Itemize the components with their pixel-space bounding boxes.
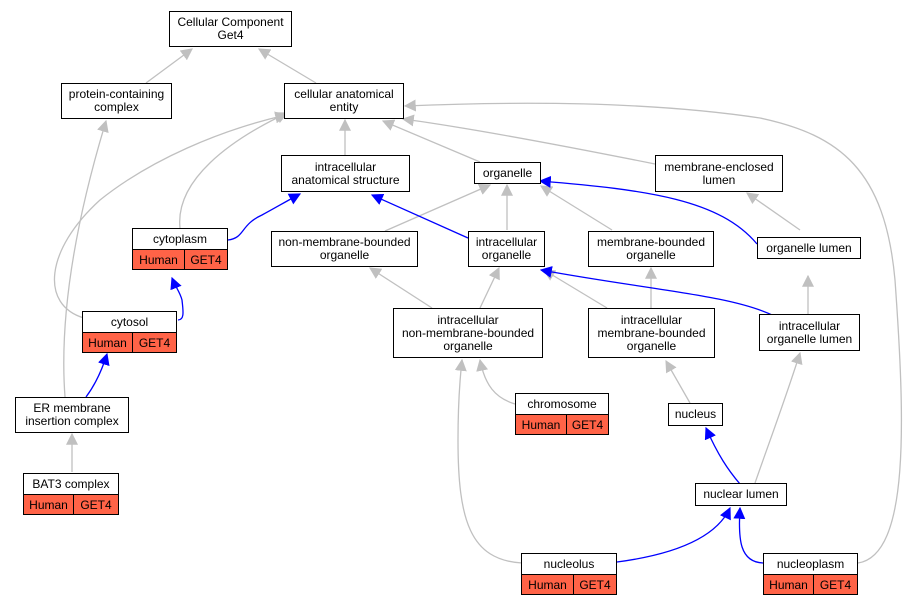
gene-tag: GET4 [813, 575, 857, 594]
species-tag: Human [83, 333, 132, 352]
species-tag: Human [522, 575, 573, 594]
edge-nmbo-to-organelle [384, 183, 492, 232]
edge-chromosome-to-inmbo [476, 358, 516, 405]
node-intracellular-organelle-lumen[interactable]: intracellular organelle lumen [759, 314, 860, 351]
edge-ol-to-mel [746, 192, 801, 231]
node-nuclear-lumen[interactable]: nuclear lumen [695, 483, 787, 506]
edge-nucleolus-to-inmbo [454, 358, 523, 564]
edge-cellular-anatomical-entity-to-root [257, 48, 317, 84]
node-intracellular-membrane-bounded-organelle[interactable]: intracellular membrane-bounded organelle [588, 308, 715, 358]
edge-nuclear-lumen-to-iol [754, 351, 803, 484]
node-non-membrane-bounded-organelle[interactable]: non-membrane-bounded organelle [271, 231, 418, 267]
gene-tag: GET4 [132, 333, 176, 352]
node-chromosome-label: chromosome [516, 394, 608, 415]
node-cytoplasm-label: cytoplasm [133, 229, 227, 250]
edge-cytoplasm-to-cae [179, 112, 289, 229]
edge-nucleolus-to-nuclear-lumen [616, 506, 731, 563]
node-cytoplasm[interactable]: cytoplasm Human GET4 [132, 228, 228, 270]
edge-nucleus-to-imbo [665, 359, 691, 404]
node-protein-containing-complex[interactable]: protein-containing complex [61, 83, 172, 119]
species-tag: Human [133, 250, 184, 269]
node-bat3-complex[interactable]: BAT3 complex Human GET4 [23, 473, 119, 515]
node-er-membrane-insertion-complex[interactable]: ER membrane insertion complex [15, 397, 129, 433]
node-nucleoplasm[interactable]: nucleoplasm Human GET4 [763, 553, 858, 595]
edge-nucleoplasm-to-cae [403, 99, 903, 564]
node-cytosol[interactable]: cytosol Human GET4 [82, 311, 177, 353]
node-nucleus[interactable]: nucleus [668, 403, 723, 426]
gene-tag: GET4 [184, 250, 227, 269]
node-intracellular-organelle[interactable]: intracellular organelle [468, 231, 545, 267]
edge-mel-to-cae [401, 114, 656, 165]
gene-tag: GET4 [566, 415, 608, 434]
edge-ol-to-organelle [538, 175, 758, 245]
edge-imbo-to-io [542, 269, 608, 309]
species-tag: Human [24, 495, 73, 514]
node-chromosome[interactable]: chromosome Human GET4 [515, 393, 609, 435]
edge-inmbo-to-io [479, 266, 500, 309]
gene-tag: GET4 [73, 495, 118, 514]
node-cellular-component-get4[interactable]: Cellular Component Get4 [169, 11, 292, 47]
node-organelle-lumen[interactable]: organelle lumen [757, 237, 861, 259]
edge-er-complex-to-cytosol [85, 352, 110, 398]
edge-nucleoplasm-to-nuclear-lumen [733, 506, 764, 564]
gene-tag: GET4 [573, 575, 616, 594]
node-membrane-enclosed-lumen[interactable]: membrane-enclosed lumen [655, 155, 783, 192]
edge-io-to-ias [370, 193, 469, 239]
node-membrane-bounded-organelle[interactable]: membrane-bounded organelle [588, 231, 714, 267]
edge-cytosol-to-cytoplasm [170, 276, 184, 321]
edge-protein-complex-to-root [145, 48, 193, 84]
species-tag: Human [764, 575, 813, 594]
node-intracellular-anatomical-structure[interactable]: intracellular anatomical structure [281, 155, 410, 192]
node-cellular-anatomical-entity[interactable]: cellular anatomical entity [284, 83, 404, 119]
edge-mbo-to-organelle [539, 185, 613, 231]
node-bat3-complex-label: BAT3 complex [24, 474, 118, 495]
edge-cytoplasm-to-ias [227, 193, 302, 241]
edge-inmbo-to-nmbo [368, 267, 433, 309]
node-cytosol-label: cytosol [83, 312, 176, 333]
node-nucleolus[interactable]: nucleolus Human GET4 [521, 553, 617, 595]
edge-organelle-to-cae [381, 119, 481, 163]
node-organelle[interactable]: organelle [474, 162, 541, 184]
edge-er-complex-to-protein-complex [63, 119, 109, 398]
edge-cytosol-to-cae [53, 111, 288, 319]
edge-nuclear-lumen-to-nucleus [704, 426, 741, 485]
species-tag: Human [516, 415, 566, 434]
node-nucleoplasm-label: nucleoplasm [764, 554, 857, 575]
node-nucleolus-label: nucleolus [522, 554, 616, 575]
node-intracellular-non-membrane-bounded-organelle[interactable]: intracellular non-membrane-bounded organ… [393, 308, 543, 358]
edge-iol-to-io [539, 266, 773, 316]
